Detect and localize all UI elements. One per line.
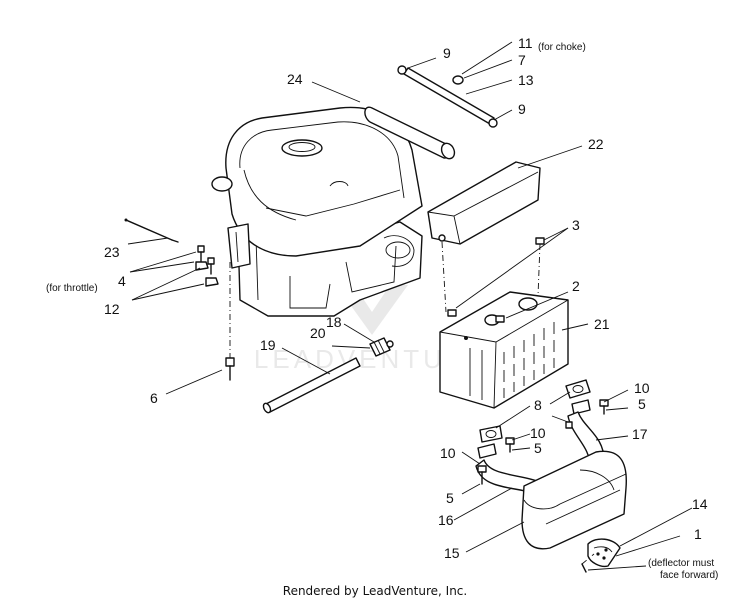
part-14-deflector (587, 538, 621, 568)
callout-13: 13 (518, 72, 534, 88)
part-4-12-hardware (195, 245, 219, 287)
leader-lines (127, 41, 693, 571)
callout-11: 11 (518, 35, 533, 51)
callout-3: 3 (572, 217, 580, 233)
callout-23: 23 (104, 244, 120, 260)
guard-slots (503, 322, 555, 398)
part-18-20-fitting (369, 337, 394, 357)
part-13-rod (397, 65, 498, 128)
part-10-5-fasteners (477, 399, 609, 485)
callout-8: 8 (534, 397, 542, 413)
footer-credit: Rendered by LeadVenture, Inc. (282, 584, 468, 598)
callout-6: 6 (150, 390, 158, 406)
callout-12: 12 (104, 301, 120, 317)
engine-block (211, 106, 423, 358)
callout-14: 14 (692, 496, 708, 512)
callout-22: 22 (588, 136, 604, 152)
callout-5-middle: 5 (534, 440, 542, 456)
callout-24: 24 (287, 71, 303, 87)
callout-7: 7 (518, 52, 526, 68)
part-22-shield (427, 161, 541, 313)
callout-20: 20 (310, 325, 326, 341)
part-6-bolt (225, 357, 235, 381)
callout-17: 17 (632, 426, 648, 442)
part-1-screw (581, 553, 595, 573)
callout-18: 18 (326, 314, 342, 330)
callout-19: 19 (260, 337, 276, 353)
part-3-2-screws (447, 237, 545, 323)
part-15-muffler (521, 450, 627, 550)
part-23-link (124, 218, 179, 243)
callout-4: 4 (118, 273, 126, 289)
part-19-tube (262, 357, 361, 414)
callout-9-bottom: 9 (518, 101, 526, 117)
note-for-choke: (for choke) (538, 42, 586, 53)
callout-5-right: 5 (638, 396, 646, 412)
callout-16: 16 (438, 512, 454, 528)
callout-10-left: 10 (440, 445, 456, 461)
callout-2: 2 (572, 278, 580, 294)
part-24-tube (364, 106, 456, 160)
part-21-guard (439, 291, 569, 409)
callout-1: 1 (694, 526, 702, 542)
note-deflector-line2: face forward) (660, 570, 719, 581)
callout-10-right: 10 (634, 380, 650, 396)
note-deflector-line1: (deflector must (648, 558, 715, 569)
note-for-throttle: (for throttle) (46, 283, 98, 294)
part-8-gaskets (477, 379, 591, 459)
callout-10-middle: 10 (530, 425, 546, 441)
callout-15: 15 (444, 545, 460, 561)
callout-9-top: 9 (443, 45, 451, 61)
callout-21: 21 (594, 316, 610, 332)
callout-5-left: 5 (446, 490, 454, 506)
